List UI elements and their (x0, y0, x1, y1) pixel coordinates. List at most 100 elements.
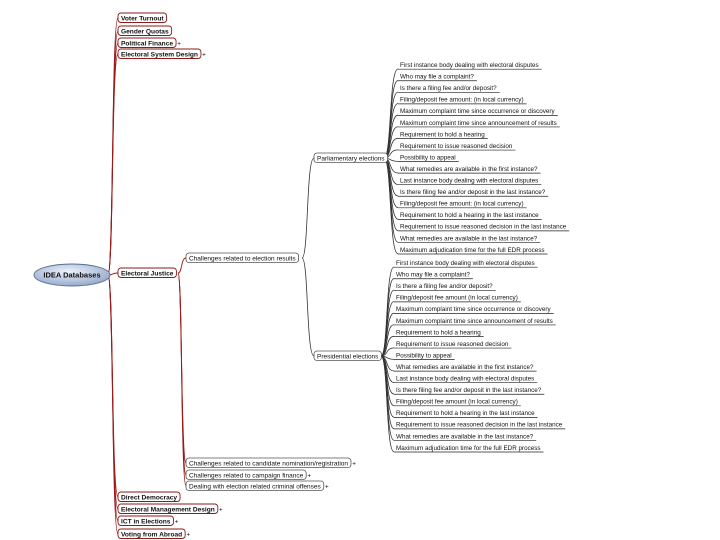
topic-node[interactable]: Voting from Abroad + (117, 528, 190, 539)
question-item[interactable]: What remedies are available in the last … (398, 235, 541, 243)
topic-node-box (117, 528, 186, 539)
topic-node-label: ICT in Elections (121, 518, 171, 525)
topic-node-expand-marker[interactable]: + (219, 506, 223, 513)
question-item[interactable]: Requirement to hold a hearing (394, 329, 484, 337)
topic-node-label: Voting from Abroad (121, 531, 182, 538)
subtopic-node[interactable]: Dealing with election related criminal o… (185, 480, 329, 491)
subtopic-node-expand-marker[interactable]: + (352, 460, 356, 467)
question-item[interactable]: What remedies are available in the last … (394, 433, 537, 441)
question-item[interactable]: Maximum adjudication time for the full E… (394, 445, 544, 453)
subtopic-node-label: Challenges related to candidate nominati… (189, 460, 348, 467)
question-item[interactable]: Last instance body dealing with electora… (398, 178, 542, 186)
question-label: Requirement to hold a hearing (400, 131, 485, 138)
branch-to-topic (107, 274, 119, 498)
question-item[interactable]: Maximum adjudication time for the full E… (398, 247, 548, 255)
question-item[interactable]: Filing/deposit fee amount (in local curr… (394, 295, 521, 303)
question-label: Maximum complaint time since announcemen… (396, 318, 553, 325)
question-item[interactable]: Requirement to issue reasoned decision (394, 341, 512, 349)
topic-node-expand-marker[interactable]: + (177, 40, 181, 47)
election-type-node[interactable]: Parliamentary elections (313, 152, 388, 163)
question-label: Who may file a complaint? (396, 272, 470, 279)
question-item[interactable]: Is there filing fee and/or deposit in th… (398, 189, 549, 197)
subtopic-node-box (185, 457, 352, 468)
question-item[interactable]: First instance body dealing with elector… (394, 260, 538, 268)
question-item[interactable]: Filing/deposit fee amount (in local curr… (394, 399, 521, 407)
question-item[interactable]: Requirement to hold a hearing in the las… (394, 410, 538, 418)
topic-node[interactable]: Electoral Justice (117, 267, 177, 278)
election-type-node-box (313, 350, 382, 361)
topic-node[interactable]: Electoral Management Design + (117, 503, 223, 514)
subtopic-node-box (185, 469, 307, 480)
question-item[interactable]: Requirement to issue reasoned decision i… (398, 224, 570, 232)
topic-node[interactable]: Direct Democracy (117, 491, 181, 502)
subtopic-node-expand-marker[interactable]: + (325, 483, 329, 490)
question-item[interactable]: Filing/deposit fee amount: (in local cur… (398, 97, 527, 105)
question-label: What remedies are available in the first… (396, 364, 534, 371)
branch-to-question (380, 355, 395, 453)
topic-node-expand-marker[interactable]: + (202, 51, 206, 58)
question-item[interactable]: Maximum complaint time since occurrence … (394, 306, 554, 314)
election-type-node-label: Parliamentary elections (317, 155, 385, 162)
question-item[interactable]: Who may file a complaint? (394, 272, 473, 280)
question-item[interactable]: Requirement to issue reasoned decision i… (394, 422, 566, 430)
subtopic-node[interactable]: Challenges related to campaign finance+ (185, 469, 311, 480)
question-item[interactable]: First instance body dealing with elector… (398, 62, 542, 70)
question-item[interactable]: Possibility to appeal (394, 352, 455, 360)
question-label: Requirement to hold a hearing (396, 329, 481, 336)
topic-node-box (117, 48, 202, 59)
question-item[interactable]: Requirement to issue reasoned decision (398, 143, 516, 151)
question-label: Requirement to issue reasoned decision (400, 143, 513, 150)
question-label: Who may file a complaint? (400, 74, 474, 81)
question-item[interactable]: Possibility to appeal (398, 154, 459, 162)
topic-node-label: Electoral Management Design (121, 506, 215, 513)
question-label: First instance body dealing with elector… (396, 260, 535, 267)
question-item[interactable]: Requirement to hold a hearing in the las… (398, 212, 542, 220)
topic-node[interactable]: ICT in Elections + (117, 515, 179, 526)
topic-node[interactable]: Voter Turnout (117, 12, 168, 23)
question-label: Is there filing fee and/or deposit in th… (396, 387, 542, 394)
question-label: Filing/deposit fee amount: (in local cur… (400, 201, 524, 208)
question-item[interactable]: Who may file a complaint? (398, 74, 477, 82)
branch-to-election-type (301, 257, 315, 357)
topic-node[interactable]: Gender Quotas (117, 25, 173, 36)
question-label: First instance body dealing with elector… (400, 62, 539, 69)
question-item[interactable]: Filing/deposit fee amount: (in local cur… (398, 201, 527, 209)
election-type-node[interactable]: Presidential elections (313, 350, 382, 361)
question-item[interactable]: Is there a filing fee and/or deposit? (398, 85, 500, 93)
topic-node[interactable]: Electoral System Design + (117, 48, 206, 59)
question-item[interactable]: What remedies are available in the first… (398, 166, 541, 174)
topic-node-label: Direct Democracy (121, 494, 177, 501)
root-node-label: IDEA Databases (43, 271, 100, 280)
subtopic-node[interactable]: Challenges related to election results (185, 252, 299, 263)
topic-node-expand-marker[interactable]: + (186, 531, 190, 538)
topic-node-box (117, 515, 174, 526)
election-type-node-label: Presidential elections (317, 353, 379, 360)
branch-to-election-type (301, 157, 315, 259)
question-label: Filing/deposit fee amount: (in local cur… (400, 97, 524, 104)
presidential-election-questions: First instance body dealing with elector… (394, 260, 566, 453)
question-label: Requirement to issue reasoned decision (396, 341, 509, 348)
question-item[interactable]: What remedies are available in the first… (394, 364, 537, 372)
topic-node[interactable]: Political Finance+ (117, 37, 181, 48)
branch-to-subtopic (177, 272, 187, 487)
topic-node-label: Voter Turnout (121, 15, 164, 22)
question-item[interactable]: Is there a filing fee and/or deposit? (394, 283, 496, 291)
question-item[interactable]: Requirement to hold a hearing (398, 131, 488, 139)
question-item[interactable]: Maximum complaint time since occurrence … (398, 108, 558, 116)
election-type-node-box (313, 152, 388, 163)
question-label: Is there filing fee and/or deposit in th… (400, 189, 546, 196)
subtopic-node-expand-marker[interactable]: + (307, 472, 311, 479)
parliamentary-election-questions: First instance body dealing with elector… (398, 62, 570, 255)
question-item[interactable]: Maximum complaint time since announcemen… (394, 318, 556, 326)
question-item[interactable]: Maximum complaint time since announcemen… (398, 120, 560, 128)
question-label: Maximum adjudication time for the full E… (400, 247, 545, 254)
subtopic-node[interactable]: Challenges related to candidate nominati… (185, 457, 356, 468)
subtopic-node-label: Challenges related to campaign finance (189, 472, 304, 479)
topic-node-label: Electoral System Design (121, 51, 198, 58)
topic-node-expand-marker[interactable]: + (175, 518, 179, 525)
question-label: Requirement to hold a hearing in the las… (400, 212, 539, 219)
question-item[interactable]: Is there filing fee and/or deposit in th… (394, 387, 545, 395)
root-node[interactable]: IDEA Databases (33, 263, 111, 287)
branch-to-topic (107, 274, 119, 522)
question-item[interactable]: Last instance body dealing with electora… (394, 376, 538, 384)
